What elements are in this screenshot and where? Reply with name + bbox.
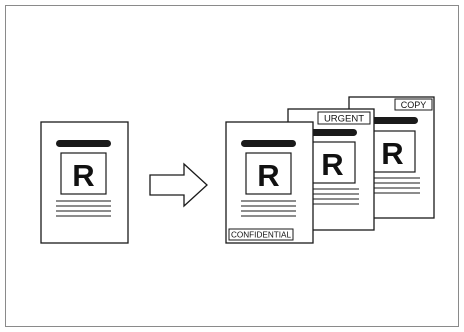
urgent-letter: R xyxy=(321,147,343,182)
copy-title-bar xyxy=(363,117,418,124)
copy-letter: R xyxy=(381,136,403,171)
confidential-letter: R xyxy=(257,158,279,193)
right-arrow-icon xyxy=(149,162,208,208)
output-document-confidential: R CONFIDENTIAL xyxy=(225,121,314,244)
copy-letter-box xyxy=(369,130,416,173)
confidential-stamp-box xyxy=(228,228,294,241)
urgent-title-bar xyxy=(302,129,357,136)
original-document: R xyxy=(40,121,129,244)
confidential-title-bar xyxy=(241,140,296,147)
diagram-frame xyxy=(5,5,459,327)
original-letter: R xyxy=(72,158,94,193)
urgent-stamp-box xyxy=(317,111,371,125)
original-letter-box xyxy=(60,152,107,195)
original-title-bar xyxy=(56,140,111,147)
urgent-stamp-label: URGENT xyxy=(324,114,364,125)
confidential-stamp-label: CONFIDENTIAL xyxy=(231,231,292,240)
confidential-letter-box xyxy=(245,152,292,195)
copy-stamp-box xyxy=(394,98,433,111)
copy-stamp-label: COPY xyxy=(401,100,427,110)
